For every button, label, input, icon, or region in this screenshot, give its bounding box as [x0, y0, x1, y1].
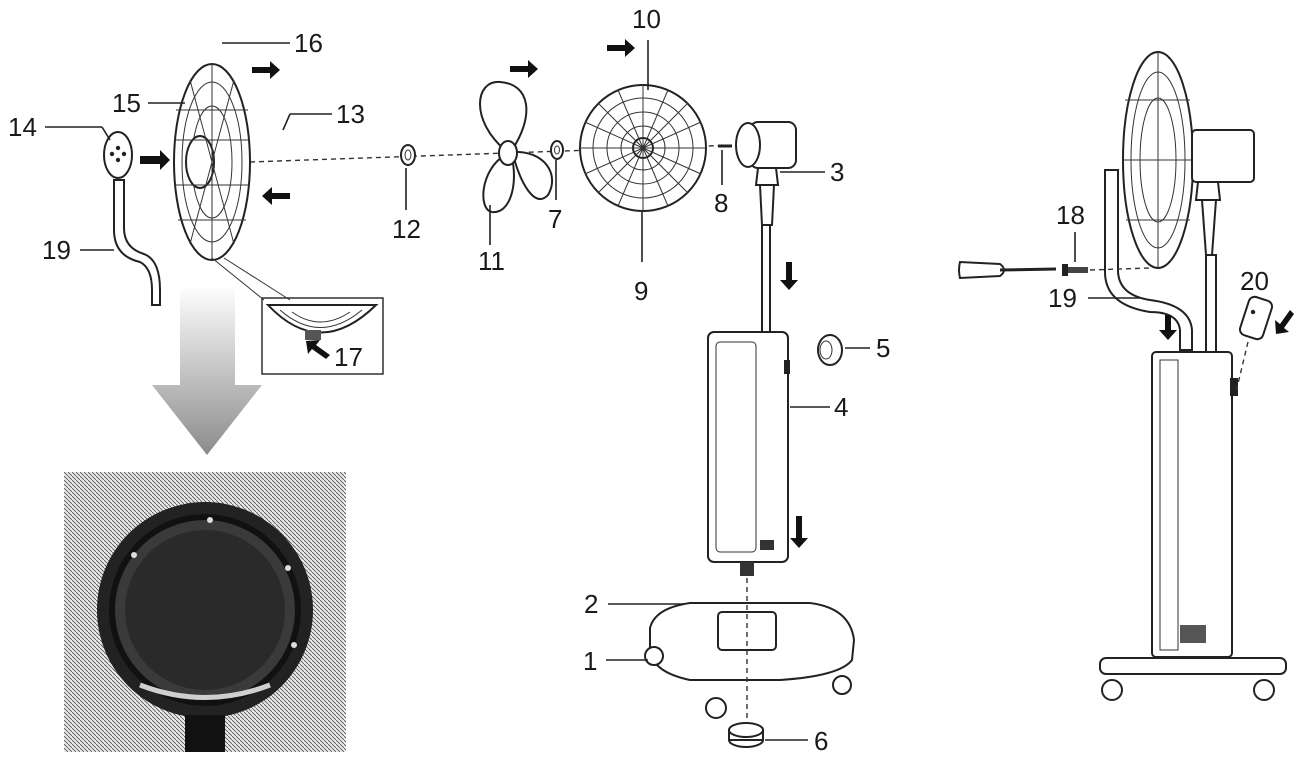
callout-7: 7 [548, 204, 562, 234]
callout-11: 11 [478, 246, 505, 276]
leader-lines [45, 40, 1140, 741]
callout-3: 3 [830, 157, 844, 187]
part-5-knob [817, 334, 843, 366]
callout-6: 6 [814, 726, 828, 756]
part-6-base-nut [728, 722, 764, 748]
part-4-body [707, 331, 790, 563]
screw-axis-line [1089, 267, 1151, 271]
part-18-screw [1062, 264, 1088, 276]
arrow-icon [140, 39, 1294, 548]
part-2-base [644, 602, 856, 719]
callout-19-right: 19 [1048, 283, 1077, 313]
part-19-arm-left [113, 179, 161, 306]
callout-19-left: 19 [42, 235, 71, 265]
callout-4: 4 [834, 392, 848, 422]
grille-photo [64, 472, 346, 752]
remote-control-icon [1238, 295, 1274, 341]
inner-pole [761, 224, 771, 336]
screwdriver-icon [958, 260, 1057, 280]
callout-10: 10 [632, 4, 661, 34]
motor-icon [735, 121, 797, 226]
fan-guard-icon [579, 84, 707, 212]
callout-17: 17 [334, 342, 363, 372]
callout-16: 16 [294, 28, 323, 58]
part-7-nut [550, 140, 564, 160]
part-12-spinner [400, 144, 416, 166]
callout-9: 9 [634, 276, 648, 306]
callout-15: 15 [112, 88, 141, 118]
assembled-fan [1099, 51, 1287, 701]
callout-13: 13 [336, 99, 365, 129]
fan-blade-icon [479, 80, 554, 214]
callout-14: 14 [8, 112, 37, 142]
part-14-emblem [103, 131, 133, 179]
fade-arrow-icon [152, 285, 262, 455]
callout-8: 8 [714, 188, 728, 218]
callout-12: 12 [392, 214, 421, 244]
callout-1: 1 [583, 646, 597, 676]
callout-18: 18 [1056, 200, 1085, 230]
body-connector [740, 562, 754, 576]
callout-5: 5 [876, 333, 890, 363]
callout-20: 20 [1240, 266, 1269, 296]
part-15-front-grille [173, 63, 251, 261]
callout-2: 2 [584, 589, 598, 619]
inset-17-detail [211, 257, 384, 375]
